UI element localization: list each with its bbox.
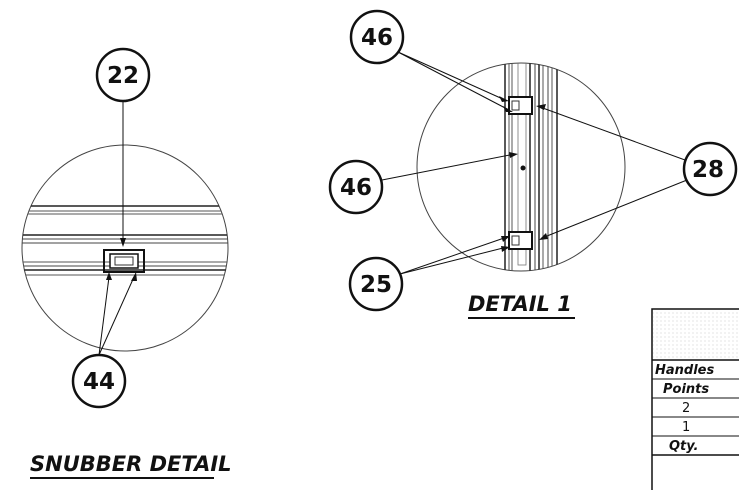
leader-46-top-b-arrow: [503, 106, 513, 112]
balloon-46-mid-label: 46: [340, 175, 372, 201]
detail-1-view: 46 46 25 28 DETAIL 1: [328, 9, 738, 319]
snubber-detail-circle: [21, 144, 229, 352]
detail-1-rail-lines: [504, 63, 558, 271]
leader-44-a: [98, 276, 110, 356]
detail-1-pin: [520, 165, 526, 171]
table-cell-handles: Handles: [655, 363, 714, 378]
table-cell-points: Points: [663, 382, 709, 397]
leader-44-a-arrow: [106, 272, 112, 280]
leader-25-a-arrow: [501, 236, 510, 242]
leader-46-top-a-arrow: [499, 96, 509, 102]
detail-1-circle: [416, 62, 626, 272]
balloon-25: [348, 256, 404, 312]
table-cell-1: 1: [682, 420, 690, 435]
leader-25-b-arrow: [501, 246, 510, 252]
table-cell-qty: Qty.: [669, 439, 699, 454]
leader-28-a-arrow: [536, 104, 546, 110]
leader-46-mid: [381, 153, 516, 181]
balloon-44-label: 44: [83, 369, 115, 395]
handle-block-top: [508, 96, 533, 115]
leader-25-b: [399, 246, 508, 275]
balloon-46-mid: [328, 159, 384, 215]
leader-46-top-a: [397, 51, 506, 101]
balloon-22-label: 22: [107, 63, 139, 89]
leader-28-b-arrow: [539, 233, 548, 240]
leader-28-b: [541, 179, 688, 239]
balloon-28: [682, 141, 738, 197]
leader-25-a: [399, 236, 508, 275]
leader-22-arrow: [120, 238, 126, 247]
snubber-rail-lines: [22, 205, 228, 276]
leader-44-b: [98, 276, 135, 356]
leader-44-b-arrow: [131, 272, 137, 281]
leader-46-mid-arrow: [509, 152, 518, 158]
balloon-25-label: 25: [360, 272, 392, 298]
handles-table: Handles Points 2 1 Qty.: [651, 308, 739, 490]
balloon-46-top-label: 46: [361, 25, 393, 51]
leader-46-top-b: [397, 51, 510, 111]
table-header-hatch: [653, 310, 739, 360]
snubber-detail-view: 22 44 SNUBBER DETAIL: [21, 47, 232, 479]
snubber-detail-caption: SNUBBER DETAIL: [30, 452, 232, 476]
balloon-46-top: [349, 9, 405, 65]
balloon-28-label: 28: [692, 157, 724, 183]
handle-block-bottom: [508, 231, 533, 250]
leader-28-a: [539, 106, 686, 161]
snubber-part: [103, 249, 145, 273]
detail-1-caption: DETAIL 1: [468, 292, 572, 316]
table-cell-2: 2: [682, 401, 690, 416]
